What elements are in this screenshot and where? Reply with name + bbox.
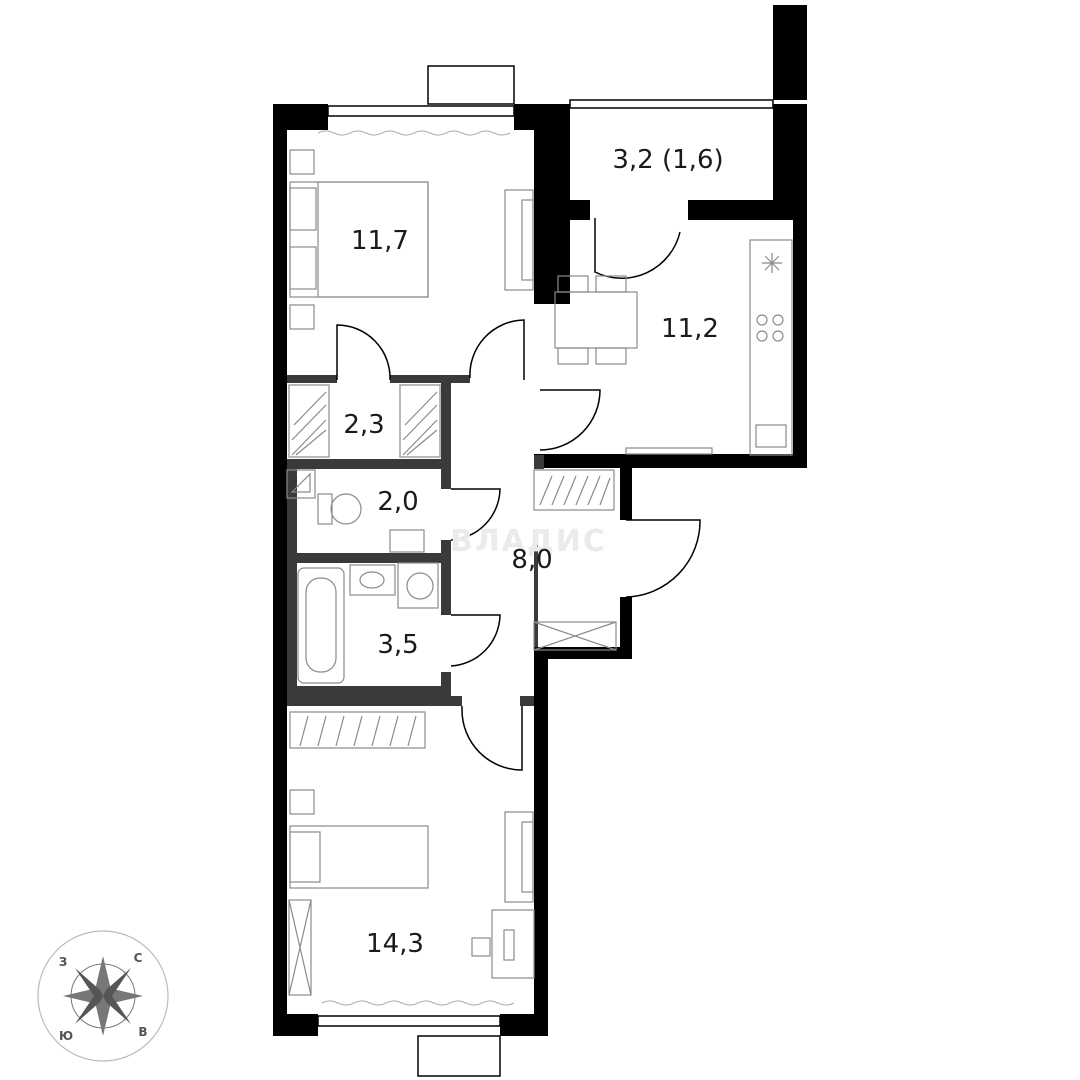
compass-south-label: Ю bbox=[58, 1029, 74, 1043]
room-area-storage: 2,3 bbox=[343, 410, 385, 440]
room-area-kitchen: 11,2 bbox=[661, 314, 719, 344]
room-area-toilet: 2,0 bbox=[377, 487, 419, 517]
compass bbox=[37, 930, 169, 1062]
room-area-balcony: 3,2 (1,6) bbox=[612, 145, 724, 175]
compass-north-label: С bbox=[133, 951, 143, 965]
curtains bbox=[317, 130, 515, 1006]
room-area-bathroom: 3,5 bbox=[377, 630, 419, 660]
windows bbox=[317, 65, 774, 1077]
room-area-bedroom-bottom: 14,3 bbox=[366, 929, 424, 959]
watermark: ВЛАДИС bbox=[450, 524, 607, 559]
furniture bbox=[286, 149, 793, 996]
compass-east-label: В bbox=[138, 1025, 148, 1039]
compass-west-label: З bbox=[58, 955, 68, 969]
room-area-hall: 8,0 bbox=[511, 545, 553, 575]
exterior-walls bbox=[273, 5, 807, 1036]
room-area-bedroom-top: 11,7 bbox=[351, 226, 409, 256]
partitions bbox=[287, 375, 544, 706]
doors bbox=[336, 218, 701, 771]
